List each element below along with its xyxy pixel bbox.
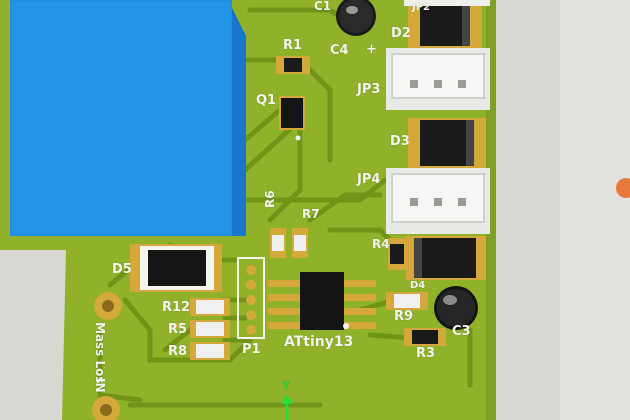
label-q1: Q1 (256, 93, 277, 108)
label-r4: R4 (372, 237, 390, 251)
connector-jp2 (404, 0, 490, 6)
diode-d2 (408, 4, 482, 48)
label-r8: R8 (168, 344, 188, 359)
label-r6: R6 (263, 190, 277, 208)
relay (10, 0, 246, 236)
label-plus: + (366, 42, 377, 57)
via (173, 323, 179, 329)
label-jp3: JP3 (357, 82, 381, 97)
ic-attiny13 (268, 272, 376, 330)
label-r1: R1 (283, 38, 303, 53)
label-d2: D2 (391, 26, 411, 41)
label-r12: R12 (162, 300, 191, 315)
label-d5: D5 (112, 262, 132, 277)
transistor-q1 (279, 96, 305, 141)
label-axis-y: Y (282, 379, 290, 392)
connector-jp3 (386, 48, 490, 110)
resistor-r7 (292, 228, 308, 258)
capacitor-c4 (336, 0, 376, 36)
label-d3: D3 (390, 134, 410, 149)
label-in: IN (93, 378, 107, 393)
resistor-r5 (190, 320, 230, 338)
board-edge (486, 0, 496, 420)
connector-jp4 (386, 168, 490, 234)
resistor-r6 (270, 228, 286, 258)
resistor-r1 (276, 56, 310, 74)
orange-dot (616, 178, 630, 198)
label-c4: C4 (330, 43, 349, 58)
label-c1: C1 (314, 0, 332, 13)
label-r7: R7 (302, 207, 320, 221)
resistor-r4 (388, 238, 406, 270)
label-attiny13: ATtiny13 (284, 334, 354, 350)
pad-in (92, 396, 120, 420)
label-r5: R5 (168, 322, 188, 337)
resistor-r8 (190, 342, 230, 360)
label-d4: D4 (410, 280, 426, 291)
label-c3: C3 (452, 324, 471, 339)
label-p1: P1 (242, 342, 261, 357)
resistor-r9 (386, 292, 428, 310)
diode-d3 (408, 118, 486, 168)
label-r3: R3 (416, 346, 436, 361)
label-r9: R9 (394, 309, 414, 324)
capacitor-c3 (434, 286, 478, 330)
pad-mass (94, 292, 122, 320)
diode-d5 (130, 244, 222, 292)
diode-d4 (406, 236, 486, 280)
label-jp4: JP4 (357, 172, 381, 187)
header-p1 (237, 257, 265, 339)
background-right (560, 0, 630, 420)
resistor-r12 (190, 298, 230, 316)
label-mass-line1: Mass (93, 322, 107, 357)
label-mass: Mass Los (93, 322, 107, 384)
label-jp2: JP2 (412, 2, 431, 13)
resistor-r3 (404, 328, 446, 346)
axis-indicator (281, 394, 293, 420)
